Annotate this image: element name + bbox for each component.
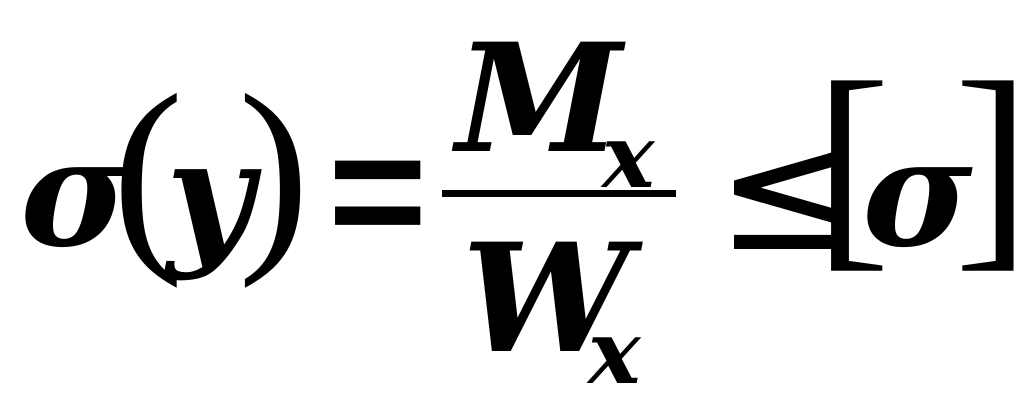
open-parenthesis: ( [112, 50, 184, 289]
sigma-symbol: σ [20, 105, 131, 281]
less-or-equal-sign: ≤ [716, 92, 859, 290]
allowable-sigma-symbol: σ [862, 105, 973, 281]
numerator-subscript: x [602, 104, 655, 208]
open-bracket: [ [814, 35, 891, 290]
equals-sign: = [328, 96, 428, 286]
numerator-moment: M [456, 11, 623, 187]
denominator-subscript: x [588, 300, 641, 404]
fraction-bar [442, 190, 676, 197]
denominator-section-modulus: W [462, 211, 631, 387]
close-bracket: ] [954, 35, 1024, 290]
close-parenthesis: ) [238, 50, 310, 289]
variable-y: y [166, 107, 254, 283]
